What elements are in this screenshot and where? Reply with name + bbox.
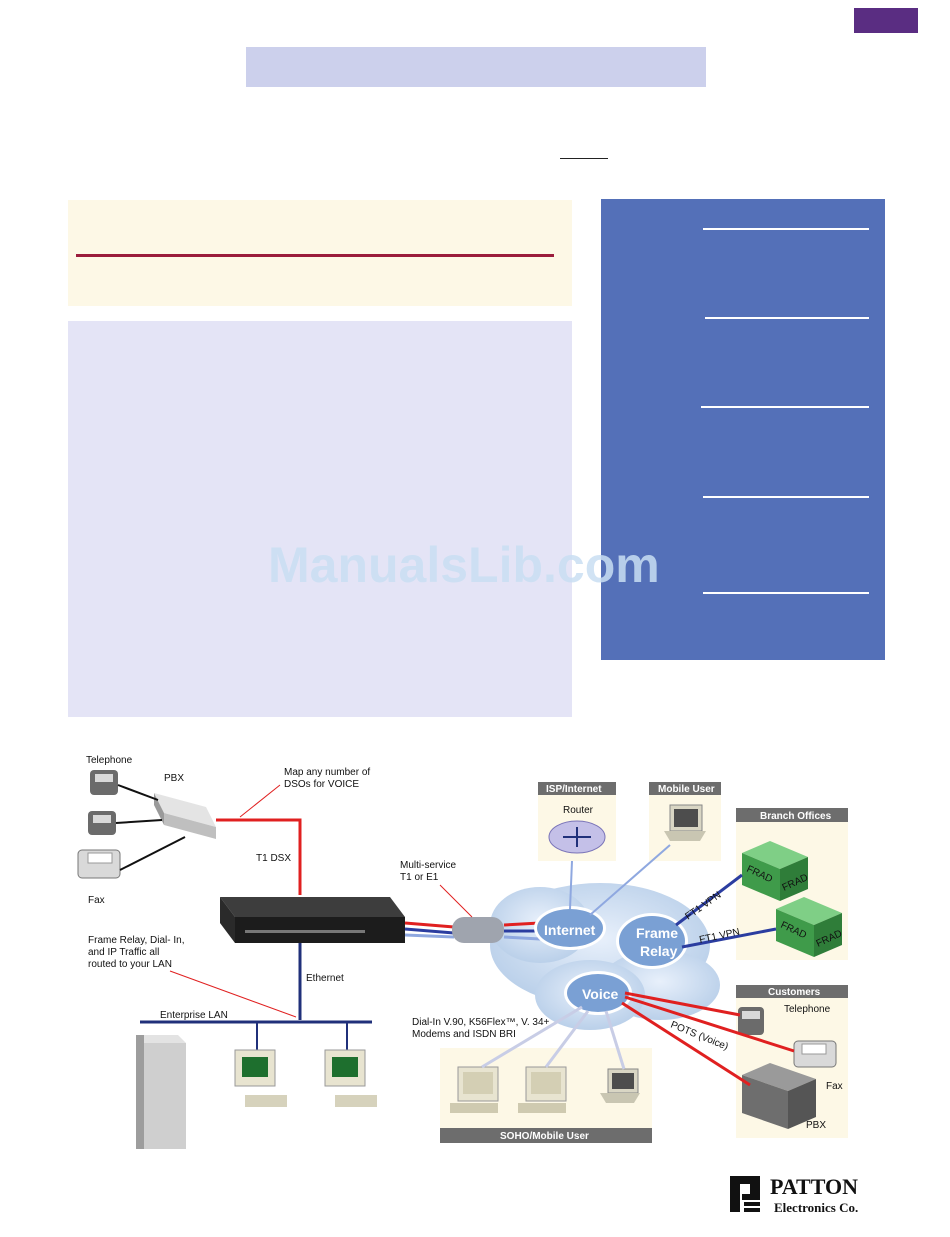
customer-fax-label: Fax <box>826 1081 843 1092</box>
workstation-icon <box>324 1022 377 1107</box>
callout-line <box>169 970 297 1018</box>
dialin-note-line2: Modems and ISDN BRI <box>412 1029 516 1040</box>
telephone-icon <box>90 770 118 795</box>
customer-telephone-label: Telephone <box>784 1004 831 1015</box>
dialin-note: Dial-In V.90, K56Flex™, V. 34+ <box>412 1017 550 1028</box>
callout-line <box>439 884 473 918</box>
enterprise-lan-label: Enterprise LAN <box>160 1010 228 1021</box>
telephone-label: Telephone <box>86 755 133 766</box>
sidebar-rule <box>703 228 869 230</box>
sidebar-rule <box>703 592 869 594</box>
short-underline <box>560 158 608 159</box>
sidebar-rule <box>703 496 869 498</box>
relay-cloud-label: Relay <box>640 943 678 959</box>
pots-links <box>621 991 795 1087</box>
frame-relay-note: Frame Relay, Dial- In, <box>88 935 185 946</box>
frad-icon <box>776 897 842 957</box>
map-ds0-label: Map any number of <box>284 767 370 778</box>
laptop-icon <box>664 804 706 841</box>
ethernet-label: Ethernet <box>306 973 344 984</box>
internet-cloud <box>534 906 606 950</box>
isp-header-bar <box>538 782 616 795</box>
ft1-vpn-link <box>675 873 743 927</box>
telephone-icon <box>88 811 116 835</box>
intro-divider <box>76 254 554 257</box>
t1dsx-label: T1 DSX <box>256 853 291 864</box>
intro-box <box>68 200 572 306</box>
voice-line <box>216 818 302 895</box>
frame-cloud-label: Frame <box>636 925 678 941</box>
mobile-header-bar <box>649 782 721 795</box>
t1-e1-connector <box>404 917 541 943</box>
workstation-icon <box>234 1022 287 1107</box>
multiservice-label-line2: T1 or E1 <box>400 872 439 883</box>
sidebar-rule <box>705 317 869 319</box>
customer-pbx-label: PBX <box>806 1120 826 1131</box>
dial-in-links <box>481 1005 626 1070</box>
title-banner <box>246 47 706 87</box>
frame-relay-note-line3: routed to your LAN <box>88 959 172 970</box>
pbx-icon <box>742 1063 816 1129</box>
voice-cloud <box>564 971 632 1015</box>
ft1-vpn-link <box>681 927 777 949</box>
mobile-header: Mobile User <box>658 784 715 795</box>
isp-link <box>569 860 573 910</box>
multiservice-label: Multi-service <box>400 860 457 871</box>
logo-subtitle: Electronics Co. <box>774 1200 858 1215</box>
pots-label: POTS (Voice) <box>669 1020 730 1053</box>
frame-relay-cloud <box>616 913 688 969</box>
telephone-icon <box>738 1007 764 1035</box>
multiservice-access-device <box>220 897 405 943</box>
router-label: Router <box>563 805 594 816</box>
pc-icon <box>450 1066 499 1113</box>
branch-header-bar <box>736 808 848 822</box>
soho-header: SOHO/Mobile User <box>500 1131 589 1142</box>
server-icon <box>136 1035 186 1149</box>
map-ds0-label-line2: DSOs for VOICE <box>284 779 359 790</box>
frad-icon <box>742 841 808 901</box>
pc-icon <box>518 1066 567 1113</box>
internet-cloud-label: Internet <box>544 922 596 938</box>
fax-label: Fax <box>88 895 105 906</box>
sidebar-rule <box>701 406 869 408</box>
fax-icon <box>77 849 121 879</box>
pbx-icon <box>154 793 216 839</box>
pbx-links <box>115 784 186 871</box>
fax-icon <box>793 1040 837 1068</box>
network-diagram: Telephone PBX Fax Map any number of DSOs… <box>77 755 848 1149</box>
pbx-label: PBX <box>164 773 184 784</box>
frame-relay-note-line2: and IP Traffic all <box>88 947 159 958</box>
customers-header: Customers <box>768 987 821 998</box>
voice-cloud-label: Voice <box>582 986 619 1002</box>
isp-header: ISP/Internet <box>546 784 602 795</box>
body-text-box <box>68 321 572 717</box>
router-icon <box>548 820 606 854</box>
logo-wordmark: PATTON <box>770 1174 858 1199</box>
customers-header-bar <box>736 985 848 998</box>
watermark: ManualsLib.com <box>268 537 660 593</box>
ft1-vpn-label: FT1 VPN <box>683 890 723 923</box>
mobile-link <box>589 844 671 916</box>
branch-header: Branch Offices <box>760 811 832 822</box>
corner-tab <box>854 8 918 33</box>
callout-line <box>239 784 281 818</box>
patton-logo: PATTON Electronics Co. <box>730 1174 858 1215</box>
sidebar-box <box>601 199 885 660</box>
soho-header-bar <box>440 1128 652 1143</box>
